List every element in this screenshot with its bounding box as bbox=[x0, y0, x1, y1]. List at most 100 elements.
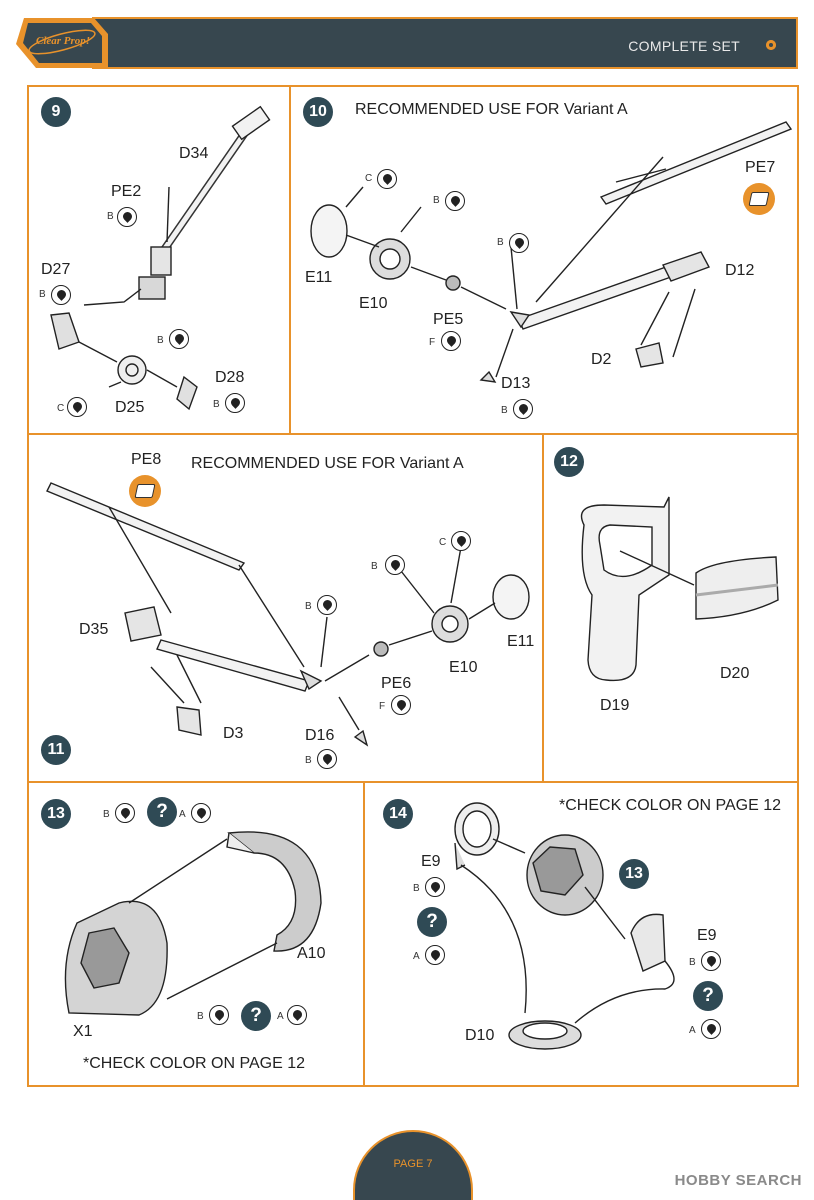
color-code: A bbox=[413, 951, 420, 962]
step-14-diagram bbox=[454, 802, 675, 1050]
color-note: *CHECK COLOR ON PAGE 12 bbox=[83, 1055, 305, 1072]
paint-icon bbox=[451, 531, 471, 551]
paint-icon bbox=[317, 595, 337, 615]
color-code: A bbox=[277, 1011, 284, 1022]
recommendation-note: RECOMMENDED USE FOR Variant A bbox=[355, 101, 628, 118]
paint-icon bbox=[377, 169, 397, 189]
question-badge: ? bbox=[147, 797, 177, 827]
step-10-panel: 10 RECOMMENDED USE FOR Variant A PE7 C B… bbox=[289, 85, 799, 435]
part-label: D35 bbox=[79, 621, 109, 638]
color-code: F bbox=[429, 337, 436, 348]
color-code: B bbox=[107, 211, 114, 222]
step-9-diagram bbox=[50, 105, 271, 411]
part-label: D2 bbox=[591, 351, 612, 368]
paint-icon bbox=[445, 191, 465, 211]
paint-icon bbox=[117, 207, 137, 227]
part-label: E9 bbox=[421, 853, 441, 870]
paint-icon bbox=[701, 951, 721, 971]
paint-icon bbox=[513, 399, 533, 419]
step-number: 10 bbox=[303, 97, 333, 127]
step-10-diagram bbox=[310, 121, 793, 383]
photo-etch-icon bbox=[743, 183, 775, 215]
watermark: HOBBY SEARCH bbox=[674, 1172, 802, 1189]
color-code: B bbox=[413, 883, 420, 894]
page-footer: PAGE 7 bbox=[353, 1130, 473, 1200]
part-label: D12 bbox=[725, 262, 755, 279]
question-badge: ? bbox=[693, 981, 723, 1011]
svg-text:Clear Prop!: Clear Prop! bbox=[36, 35, 90, 47]
step-number: 9 bbox=[41, 97, 71, 127]
question-badge: ? bbox=[417, 907, 447, 937]
step-number: 12 bbox=[554, 447, 584, 477]
step-11-panel: 11 RECOMMENDED USE FOR Variant A PE8 B B… bbox=[27, 433, 544, 783]
color-code: B bbox=[103, 809, 110, 820]
paint-icon bbox=[509, 233, 529, 253]
step-12-panel: 12 D19 D20 bbox=[542, 433, 799, 783]
part-label: D13 bbox=[501, 375, 531, 392]
paint-icon bbox=[67, 397, 87, 417]
paint-icon bbox=[385, 555, 405, 575]
part-label: PE7 bbox=[745, 159, 776, 176]
color-code: A bbox=[179, 809, 186, 820]
color-code: B bbox=[39, 289, 46, 300]
photo-etch-icon bbox=[129, 475, 161, 507]
question-badge: ? bbox=[241, 1001, 271, 1031]
step-9-panel: 9 D34 PE2 B D27 B B D28 B C D25 bbox=[27, 85, 291, 435]
part-label: E10 bbox=[359, 295, 388, 312]
step-13-panel: 13 B ? A A10 X1 B ? A *CHECK COLOR ON PA… bbox=[27, 781, 365, 1087]
paint-icon bbox=[425, 877, 445, 897]
paint-icon bbox=[317, 749, 337, 769]
color-code: C bbox=[365, 173, 373, 184]
part-label: D28 bbox=[215, 369, 245, 386]
page-number: PAGE 7 bbox=[393, 1158, 433, 1170]
page-header: COMPLETE SET Clear Prop! bbox=[14, 14, 800, 72]
part-label: D19 bbox=[600, 697, 630, 714]
paint-icon bbox=[287, 1005, 307, 1025]
step-14-panel: 14 *CHECK COLOR ON PAGE 12 E9 B ? A 13 E… bbox=[363, 781, 799, 1087]
paint-icon bbox=[209, 1005, 229, 1025]
color-code: B bbox=[305, 755, 312, 766]
color-code: B bbox=[501, 405, 508, 416]
part-label: D20 bbox=[720, 665, 750, 682]
color-note: *CHECK COLOR ON PAGE 12 bbox=[559, 797, 781, 814]
recommendation-note: RECOMMENDED USE FOR Variant A bbox=[191, 455, 464, 472]
step-13-diagram bbox=[64, 831, 322, 1016]
paint-icon bbox=[169, 329, 189, 349]
color-code: B bbox=[371, 561, 378, 572]
part-label: A10 bbox=[297, 945, 326, 962]
step-number: 14 bbox=[383, 799, 413, 829]
part-label: E10 bbox=[449, 659, 478, 676]
header-title: COMPLETE SET bbox=[628, 38, 740, 54]
part-label: D25 bbox=[115, 399, 145, 416]
color-code: B bbox=[197, 1011, 204, 1022]
color-code: B bbox=[213, 399, 220, 410]
step-12-diagram bbox=[580, 496, 779, 682]
part-label: E11 bbox=[507, 633, 535, 650]
paint-icon bbox=[701, 1019, 721, 1039]
part-label: D10 bbox=[465, 1027, 495, 1044]
paint-icon bbox=[115, 803, 135, 823]
part-label: E9 bbox=[697, 927, 717, 944]
step-reference-badge: 13 bbox=[619, 859, 649, 889]
part-label: PE8 bbox=[131, 451, 162, 468]
part-label: D3 bbox=[223, 725, 244, 742]
paint-icon bbox=[391, 695, 411, 715]
part-label: D27 bbox=[41, 261, 71, 278]
paint-icon bbox=[191, 803, 211, 823]
color-code: C bbox=[439, 537, 447, 548]
color-code: B bbox=[433, 195, 440, 206]
color-code: C bbox=[57, 403, 65, 414]
brand-logo: Clear Prop! bbox=[16, 18, 108, 68]
step-11-diagram bbox=[46, 482, 530, 747]
paint-icon bbox=[441, 331, 461, 351]
part-label: PE5 bbox=[433, 311, 464, 328]
part-label: PE2 bbox=[111, 183, 142, 200]
part-label: X1 bbox=[73, 1023, 93, 1040]
step-number: 13 bbox=[41, 799, 71, 829]
color-code: A bbox=[689, 1025, 696, 1036]
color-code: B bbox=[157, 335, 164, 346]
color-code: F bbox=[379, 701, 386, 712]
color-code: B bbox=[497, 237, 504, 248]
part-label: E11 bbox=[305, 269, 333, 286]
paint-icon bbox=[51, 285, 71, 305]
